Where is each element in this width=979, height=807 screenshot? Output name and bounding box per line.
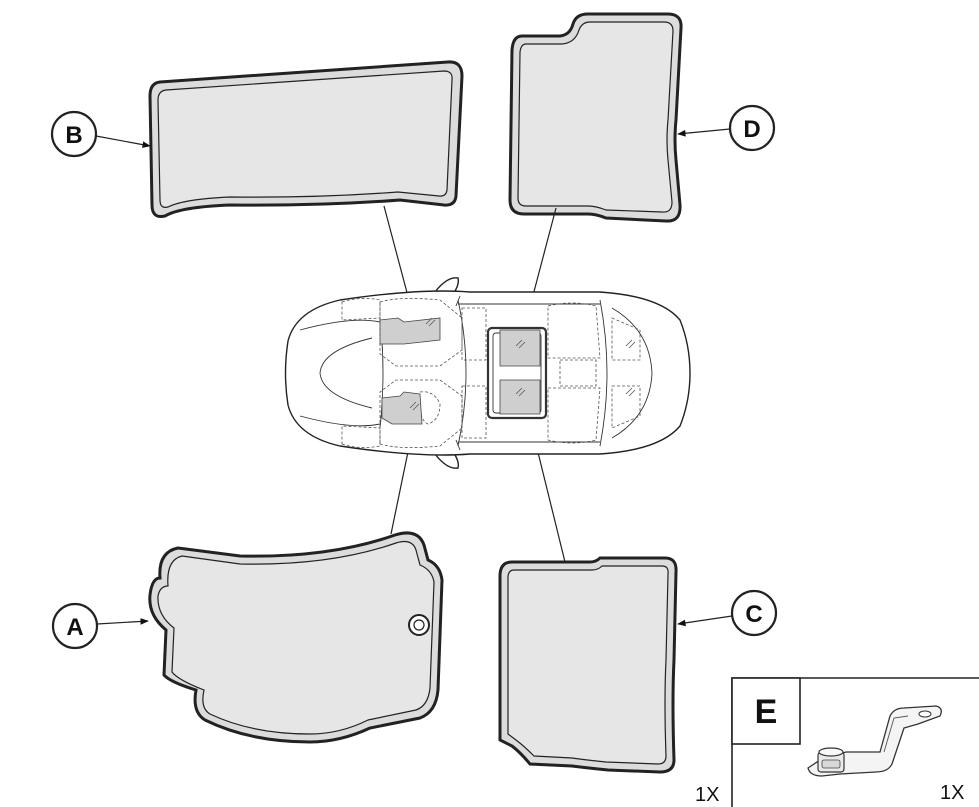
detail-box-e: E: [731, 677, 979, 807]
quantity-label-left: 1X: [695, 784, 719, 806]
mat-b: [148, 60, 464, 218]
callout-a-label: A: [66, 614, 83, 641]
mat-positions: [379, 317, 541, 425]
mat-c: [498, 556, 678, 774]
callout-b-label: B: [65, 122, 82, 149]
detail-box-label: E: [755, 693, 778, 731]
callout-c: C: [677, 589, 778, 637]
clip-part-drawing: [807, 705, 942, 777]
car-top-view: [284, 277, 691, 469]
callout-c-label: C: [745, 601, 762, 628]
seat-outlines: [341, 298, 641, 448]
callout-b: B: [50, 110, 151, 158]
callout-d: D: [677, 104, 776, 152]
callout-d-label: D: [743, 116, 760, 143]
quantity-label-right: 1X: [940, 782, 964, 804]
callout-a: A: [51, 602, 149, 650]
mat-d: [508, 12, 683, 223]
mat-a: [148, 531, 444, 744]
